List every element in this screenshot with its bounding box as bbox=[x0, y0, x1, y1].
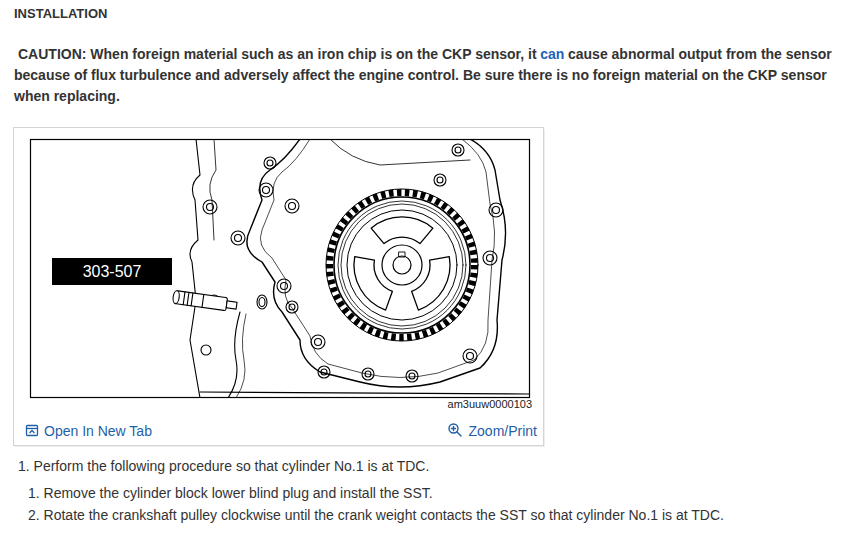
step-text: 1. Remove the cylinder block lower blind… bbox=[28, 484, 433, 502]
bolt-bosses-part bbox=[487, 255, 494, 262]
bolt-bosses-part bbox=[455, 147, 461, 153]
bolt-bosses-part bbox=[467, 353, 474, 360]
crank-pulley-part bbox=[371, 217, 433, 244]
bolt-bosses-part bbox=[321, 369, 327, 375]
crank-pulley-part bbox=[334, 197, 470, 333]
crank-pulley-part bbox=[347, 210, 457, 320]
blind-plug-hole-part bbox=[259, 298, 265, 307]
section-heading: INSTALLATION bbox=[14, 5, 107, 23]
bolt-bosses-part bbox=[489, 203, 503, 217]
sst-tool bbox=[172, 290, 237, 312]
bolt-bosses-part bbox=[231, 231, 245, 245]
zoom-icon-part bbox=[453, 427, 454, 431]
bolt-bosses-part bbox=[365, 371, 371, 377]
bolt-bosses-part bbox=[207, 204, 214, 211]
sst-tool-part bbox=[183, 292, 185, 305]
zoom-icon bbox=[449, 424, 461, 436]
bolt-bosses-part bbox=[285, 199, 299, 213]
bolt-bosses-part bbox=[289, 304, 295, 310]
link-text: Zoom/Print bbox=[469, 422, 537, 440]
drawing-frame bbox=[31, 140, 530, 398]
bolt-bosses-part bbox=[434, 174, 446, 186]
crank-pulley-part bbox=[399, 252, 405, 257]
bolt-bosses-part bbox=[201, 345, 211, 355]
crank-pulley-part bbox=[382, 245, 422, 285]
block-edge bbox=[210, 140, 216, 240]
bolt-bosses-part bbox=[318, 366, 330, 378]
open-tab-icon-part bbox=[27, 426, 38, 436]
sst-tool-part bbox=[226, 301, 237, 309]
step-text: 1. Perform the following procedure so th… bbox=[18, 457, 429, 475]
bolt-bosses-part bbox=[463, 349, 477, 363]
engine-drawing bbox=[172, 140, 529, 397]
bolt-bosses-part bbox=[277, 279, 291, 293]
figure-id: am3uuw0000103 bbox=[448, 398, 532, 411]
cover-line bbox=[330, 140, 470, 165]
sst-tool-part bbox=[191, 293, 193, 306]
timing-cover bbox=[260, 140, 494, 378]
bolt-bosses-part bbox=[286, 301, 298, 313]
bolt-bosses-part bbox=[281, 283, 288, 290]
bolt-bosses-part bbox=[483, 251, 497, 265]
figure-frame bbox=[14, 128, 544, 446]
bolt-bosses-part bbox=[452, 144, 464, 156]
crank-pulley bbox=[326, 189, 478, 341]
crank-pulley-part bbox=[393, 256, 411, 274]
zoom-icon-part bbox=[457, 432, 461, 436]
bolt-bosses-part bbox=[289, 203, 296, 210]
caution-text: can bbox=[540, 46, 564, 62]
bolt-bosses-part bbox=[203, 200, 217, 214]
crank-pulley-part bbox=[338, 201, 466, 329]
sst-tool-part bbox=[202, 294, 204, 307]
bolt-bosses-part bbox=[315, 339, 322, 346]
bolt-bosses-part bbox=[259, 183, 273, 197]
sensor-wire bbox=[228, 312, 240, 397]
crank-pulley-part bbox=[326, 189, 478, 341]
crank-pulley-part bbox=[341, 204, 463, 326]
sst-tool-part bbox=[172, 290, 180, 304]
bolt-bosses-part bbox=[437, 177, 443, 183]
open-tab-icon bbox=[27, 426, 38, 436]
bolt-bosses-part bbox=[263, 187, 270, 194]
crank-pulley-part bbox=[330, 193, 475, 338]
tool-number: 303-507 bbox=[83, 263, 142, 281]
oil-pan-edge bbox=[200, 392, 529, 394]
bolt-bosses-part bbox=[267, 160, 273, 166]
block-edge bbox=[190, 140, 200, 397]
bolt-bosses-part bbox=[311, 335, 325, 349]
callout-box: 303-507 bbox=[52, 258, 172, 285]
step-text: 2. Rotate the crankshaft pulley clockwis… bbox=[28, 506, 724, 524]
bolt-bosses-part bbox=[362, 368, 374, 380]
bolt-bosses-part bbox=[264, 157, 276, 169]
blind-plug-hole-part bbox=[257, 295, 267, 309]
link-text: Open In New Tab bbox=[44, 422, 152, 440]
sensor-wire bbox=[236, 314, 246, 397]
blind-plug-hole bbox=[257, 295, 267, 309]
crank-pulley-part bbox=[412, 257, 450, 310]
timing-cover bbox=[247, 140, 506, 387]
bolt-bosses bbox=[201, 144, 503, 382]
open-tab-icon-part bbox=[30, 431, 35, 434]
bolt-bosses-part bbox=[235, 235, 242, 242]
bolt-bosses-part bbox=[493, 207, 500, 214]
caution-text: CAUTION: When foreign material such as a… bbox=[18, 46, 537, 62]
sst-tool-part bbox=[187, 292, 189, 305]
sst-tool-part bbox=[174, 291, 227, 311]
caution-paragraph: CAUTION: When foreign material such as a… bbox=[14, 44, 860, 107]
open-tab-icon-part bbox=[27, 428, 38, 429]
bolt-bosses-part bbox=[406, 370, 418, 382]
bolt-bosses-part bbox=[409, 373, 415, 379]
crank-pulley-part bbox=[354, 257, 392, 310]
